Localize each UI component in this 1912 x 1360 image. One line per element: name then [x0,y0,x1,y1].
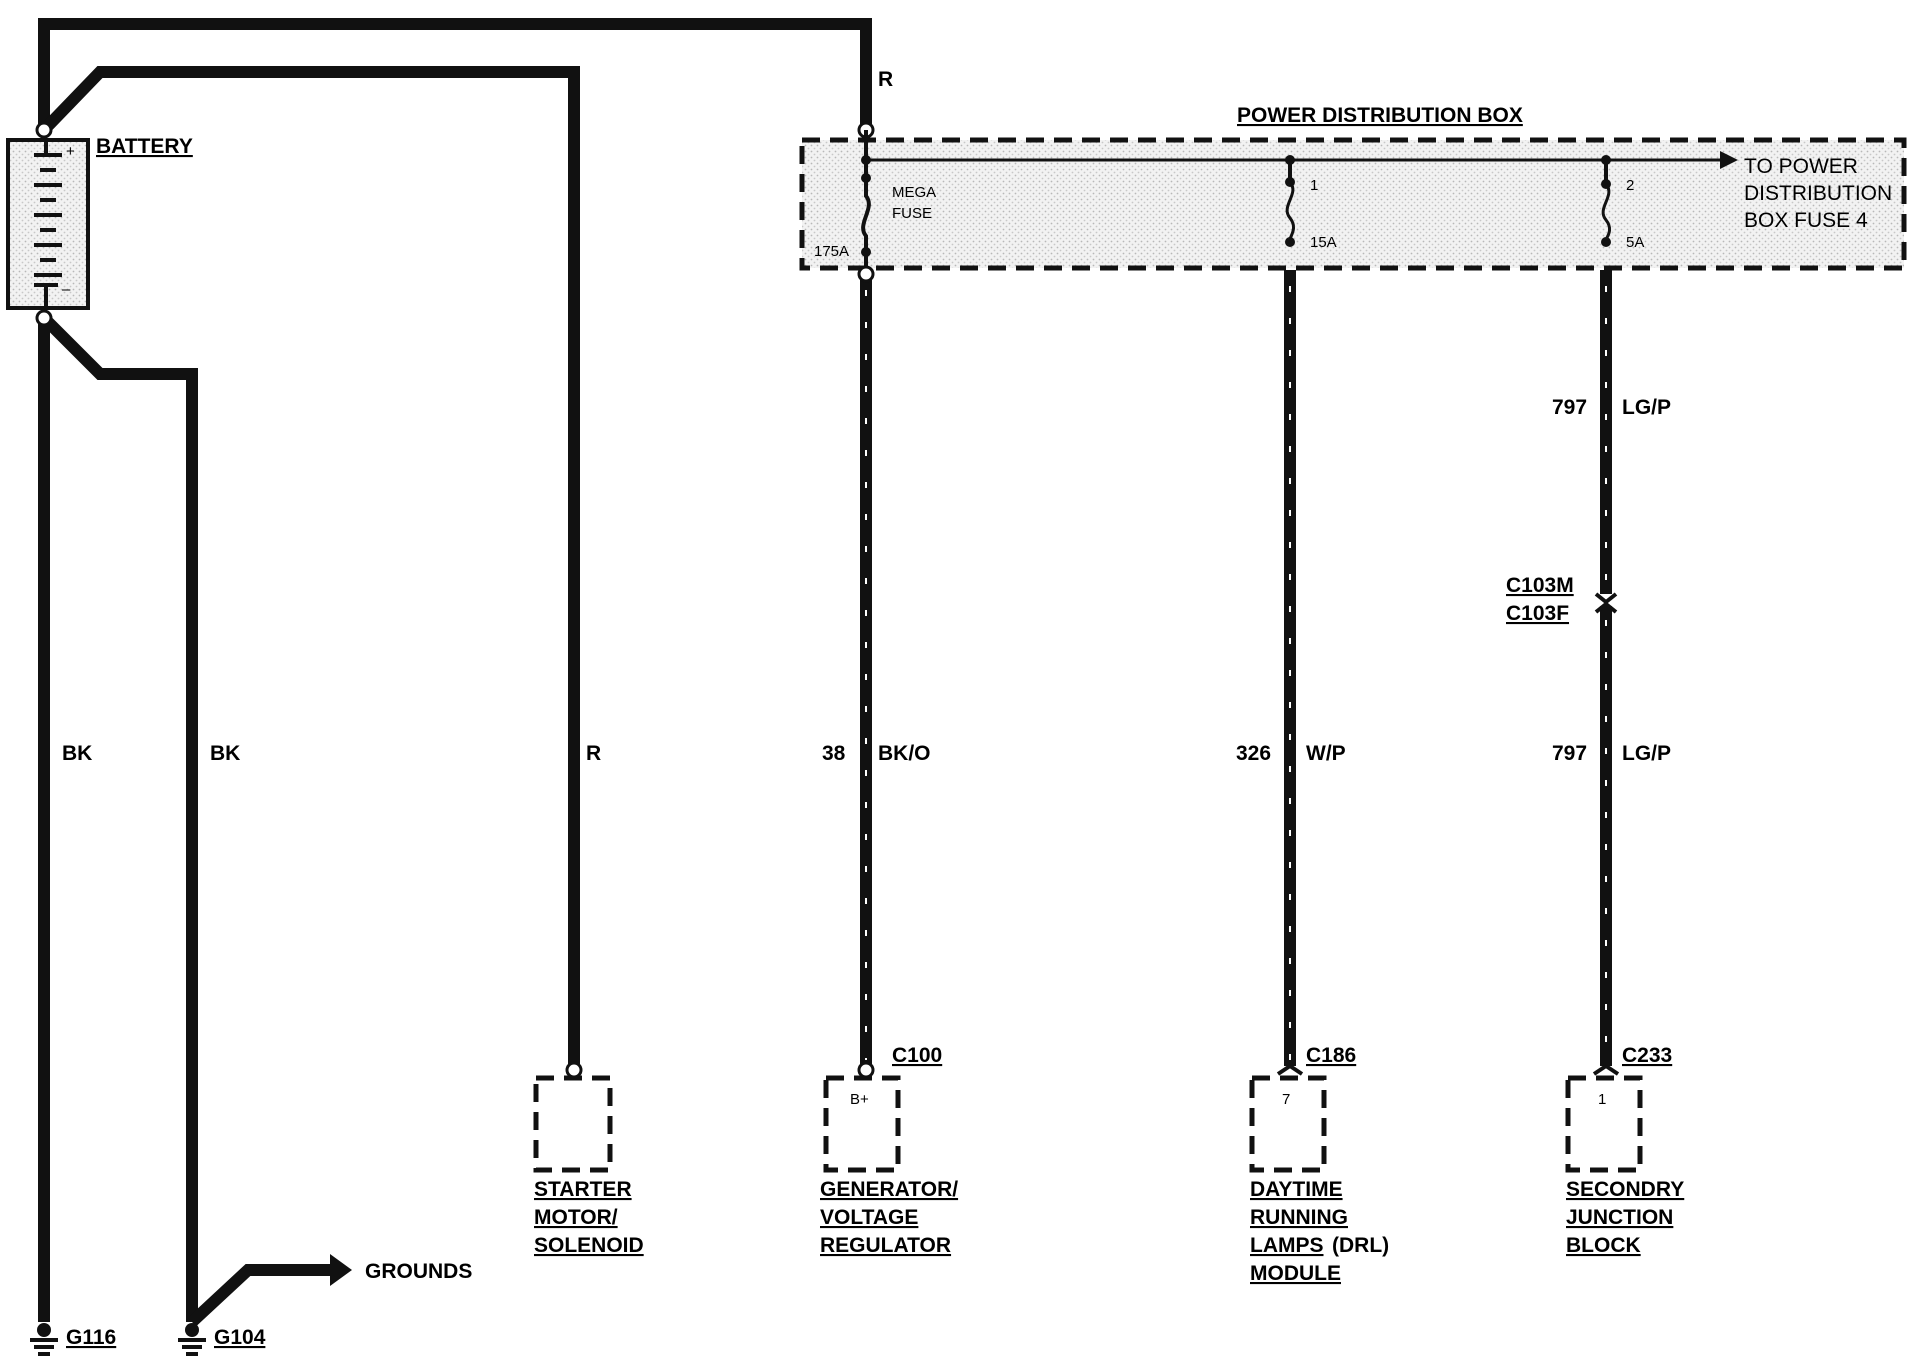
generator-label-line1: GENERATOR/ [820,1178,958,1201]
c100-label: C100 [892,1044,942,1067]
c103-connector-icon [1594,592,1618,614]
sjb-wire-color-upper: LG/P [1622,396,1671,419]
grounds-arrow-icon [330,1254,352,1286]
battery-label: BATTERY [96,135,193,158]
wire-label-bk-g116: BK [62,742,92,765]
generator-wire-color: BK/O [878,742,931,765]
sjb-label-line1: SECONDRY [1566,1178,1684,1201]
drl-circuit-number: 326 [1236,742,1271,765]
battery-negative-terminal [35,309,53,327]
sjb-circuit-number-upper: 797 [1552,396,1587,419]
drl-label-line3: LAMPS [1250,1234,1324,1257]
secondary-junction-block-box [1565,1075,1643,1173]
to-fuse4-label-line3: BOX FUSE 4 [1744,209,1868,232]
fuse-1-icon [1285,155,1296,247]
generator-box [823,1075,901,1173]
starter-motor-box [533,1075,613,1173]
fuse-2-rating: 5A [1626,234,1644,251]
c100-terminal [857,1061,875,1079]
battery: + – [6,138,90,310]
fuse-2-number: 2 [1626,177,1634,194]
wire-label-bk-g104: BK [210,742,240,765]
grounds-label: GROUNDS [365,1260,472,1283]
mega-fuse-label-2: FUSE [892,205,932,222]
sjb-label-line3: BLOCK [1566,1234,1641,1257]
sjb-pin-label: 1 [1598,1091,1606,1108]
drl-label-line3-suffix: (DRL) [1332,1234,1389,1257]
c103f-label: C103F [1506,602,1569,625]
fuse-2-icon [1601,155,1612,247]
mega-fuse-output-terminal [857,265,875,283]
starter-terminal [565,1061,583,1079]
starter-label-line3: SOLENOID [534,1234,644,1257]
grounds-branch-wire [187,1264,332,1327]
power-distribution-box-title: POWER DISTRIBUTION BOX [1237,104,1523,127]
sjb-circuit-number-lower: 797 [1552,742,1587,765]
drl-label-line4: MODULE [1250,1262,1341,1285]
drl-wire-color: W/P [1306,742,1346,765]
mega-fuse-icon [861,155,871,272]
battery-plus: + [66,143,75,160]
fuse-1-rating: 15A [1310,234,1337,251]
starter-label-line1: STARTER [534,1178,632,1201]
wire-label-r-starter: R [586,742,601,765]
ground-g104-label: G104 [214,1326,266,1349]
mega-fuse-label-1: MEGA [892,184,936,201]
to-fuse4-arrow-icon [1720,151,1738,169]
fuse-1-number: 1 [1310,177,1318,194]
sjb-label-line2: JUNCTION [1566,1206,1673,1229]
ground-g116-icon [30,1323,58,1356]
generator-pin-label: B+ [850,1091,869,1108]
drl-pin-label: 7 [1282,1091,1290,1108]
battery-positive-terminal [35,121,53,139]
c103m-label: C103M [1506,574,1574,597]
generator-label-line2: VOLTAGE [820,1206,918,1229]
generator-label-line3: REGULATOR [820,1234,951,1257]
c186-pin-icon [1276,1063,1304,1076]
starter-feed-red-wire [39,66,580,1070]
drl-label-line2: RUNNING [1250,1206,1348,1229]
ground-g104-icon [178,1323,206,1356]
drl-label-line1: DAYTIME [1250,1178,1343,1201]
c233-label: C233 [1622,1044,1672,1067]
to-fuse4-label-line1: TO POWER [1744,155,1858,178]
battery-positive-red-wire [38,18,872,130]
power-distribution-box-border [799,137,1907,271]
wire-label-r-top: R [878,68,893,91]
starter-label-line2: MOTOR/ [534,1206,618,1229]
generator-circuit-number: 38 [822,742,846,765]
drl-module-box [1249,1075,1327,1173]
mega-fuse-rating: 175A [814,243,849,260]
c233-pin-icon [1592,1063,1620,1076]
battery-minus: – [62,281,71,298]
ground-g116-label: G116 [66,1326,116,1349]
battery-ground-wire-g104 [39,313,198,1322]
to-fuse4-label-line2: DISTRIBUTION [1744,182,1892,205]
sjb-wire-color-lower: LG/P [1622,742,1671,765]
c186-label: C186 [1306,1044,1356,1067]
